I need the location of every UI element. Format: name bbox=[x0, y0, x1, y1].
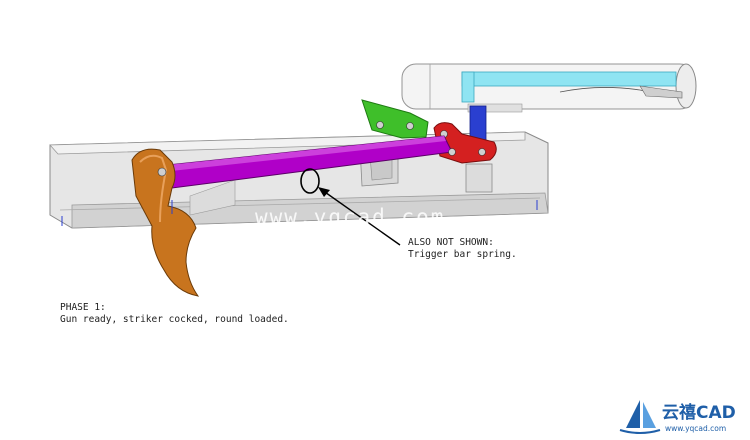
phase-description: Gun ready, striker cocked, round loaded. bbox=[60, 314, 289, 325]
striker-housing bbox=[401, 63, 697, 113]
callout-note: Trigger bar spring. bbox=[408, 249, 517, 260]
striker bbox=[461, 71, 677, 87]
callout-marker bbox=[300, 168, 401, 246]
logo-url: www.yqcad.com bbox=[665, 424, 726, 433]
trigger bbox=[131, 148, 200, 297]
phase-title: PHASE 1: bbox=[60, 302, 106, 313]
sail-icon bbox=[626, 400, 640, 428]
yqcad-logo: 云禧CAD www.yqcad.com bbox=[619, 400, 736, 434]
watermark-text: www.yqcad.com bbox=[255, 205, 445, 229]
logo-name: 云禧CAD bbox=[662, 402, 736, 423]
callout-title: ALSO NOT SHOWN: bbox=[408, 237, 494, 248]
sear bbox=[361, 99, 429, 139]
